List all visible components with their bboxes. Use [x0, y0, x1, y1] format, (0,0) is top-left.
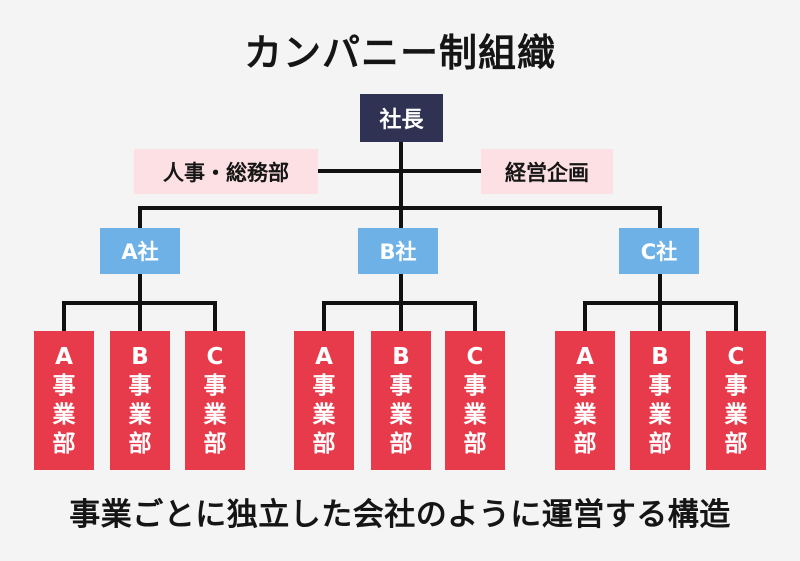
- company-a-division-a-box: A 事 業 部: [34, 331, 94, 470]
- division-char: 事: [312, 372, 336, 399]
- division-char: 業: [648, 401, 672, 428]
- ceo-box: 社長: [360, 94, 443, 142]
- division-letter: B: [131, 343, 149, 370]
- division-char: 部: [389, 430, 413, 457]
- company-b-division-a-box: A 事 業 部: [294, 331, 354, 470]
- division-char: 部: [573, 430, 597, 457]
- company-a-division-c-box: C 事 業 部: [185, 331, 245, 470]
- division-char: 業: [203, 401, 227, 428]
- division-letter: A: [315, 343, 333, 370]
- company-c-box: C社: [619, 228, 699, 274]
- company-b-division-c-box: C 事 業 部: [445, 331, 505, 470]
- division-char: 業: [312, 401, 336, 428]
- division-char: 事: [128, 372, 152, 399]
- diagram-title: カンパニー制組織: [243, 31, 556, 75]
- division-char: 業: [52, 401, 76, 428]
- division-char: 部: [52, 430, 76, 457]
- division-char: 部: [463, 430, 487, 457]
- company-c-division-c-box: C 事 業 部: [706, 331, 766, 470]
- division-char: 事: [573, 372, 597, 399]
- company-c-division-b-box: B 事 業 部: [630, 331, 690, 470]
- division-char: 事: [203, 372, 227, 399]
- company-a-division-b-box: B 事 業 部: [110, 331, 170, 470]
- division-char: 事: [648, 372, 672, 399]
- division-letter: B: [392, 343, 410, 370]
- diagram-caption: 事業ごとに独立した会社のように運営する構造: [69, 497, 731, 533]
- division-char: 部: [128, 430, 152, 457]
- hr-general-affairs-box: 人事・総務部: [134, 149, 318, 194]
- division-char: 部: [203, 430, 227, 457]
- company-a-box: A社: [100, 228, 180, 274]
- division-char: 部: [312, 430, 336, 457]
- division-char: 業: [724, 401, 748, 428]
- company-c-division-a-box: A 事 業 部: [555, 331, 615, 470]
- corporate-planning-box: 経営企画: [481, 149, 613, 194]
- division-letter: C: [466, 343, 484, 370]
- division-char: 部: [648, 430, 672, 457]
- division-letter: A: [55, 343, 73, 370]
- division-char: 業: [389, 401, 413, 428]
- division-letter: C: [727, 343, 745, 370]
- division-char: 業: [573, 401, 597, 428]
- division-char: 事: [389, 372, 413, 399]
- division-char: 部: [724, 430, 748, 457]
- division-char: 事: [52, 372, 76, 399]
- company-b-division-b-box: B 事 業 部: [371, 331, 431, 470]
- company-b-box: B社: [358, 228, 438, 274]
- division-letter: A: [576, 343, 594, 370]
- division-letter: B: [651, 343, 669, 370]
- division-char: 事: [463, 372, 487, 399]
- division-letter: C: [206, 343, 224, 370]
- division-char: 事: [724, 372, 748, 399]
- division-char: 業: [128, 401, 152, 428]
- division-char: 業: [463, 401, 487, 428]
